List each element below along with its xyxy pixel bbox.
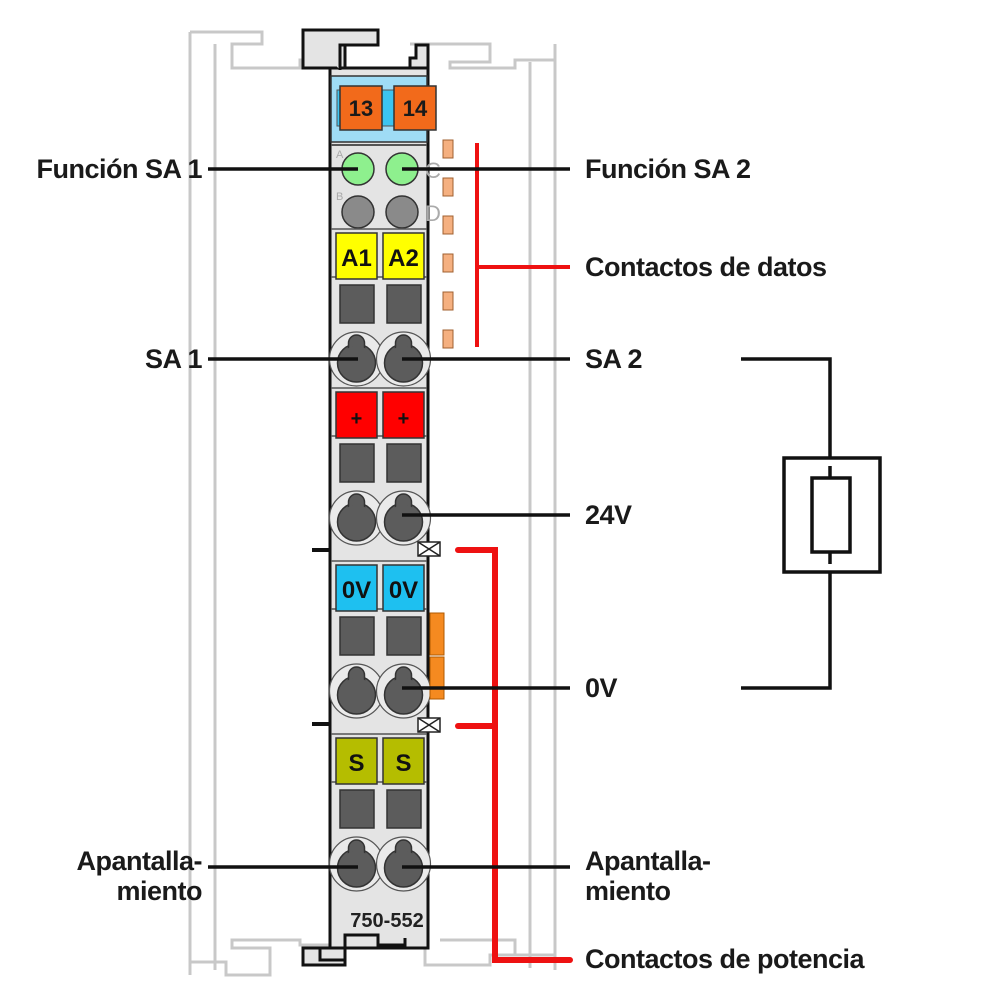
top-terminal xyxy=(393,85,437,131)
power-contacts-bracket xyxy=(455,547,573,963)
terminal-marker xyxy=(335,564,378,612)
data-contacts-bracket xyxy=(475,143,570,347)
release-button[interactable] xyxy=(386,789,422,829)
terminal-label: + xyxy=(351,408,363,430)
terminal-marker xyxy=(382,737,425,785)
label-apantallamiento-left: Apantalla- miento xyxy=(76,846,202,906)
status-led-gray xyxy=(341,195,375,229)
terminal-label: A2 xyxy=(388,245,419,272)
label-contactos-potencia: Contactos de potencia xyxy=(585,944,865,974)
terminal-marker xyxy=(335,737,378,785)
power-jumper-contact xyxy=(429,656,445,700)
data-contacts xyxy=(442,139,454,349)
label-24v: 24V xyxy=(585,500,632,530)
top-terminal xyxy=(339,85,383,131)
label-funcion-sa1: Función SA 1 xyxy=(36,154,202,184)
release-button[interactable] xyxy=(386,284,422,324)
data-contact xyxy=(442,139,454,159)
terminal-label: + xyxy=(398,408,410,430)
label-0v: 0V xyxy=(585,673,618,703)
top-hook xyxy=(303,28,380,70)
data-contact xyxy=(442,215,454,235)
terminal-marker xyxy=(382,391,425,439)
power-jumper-contact xyxy=(429,612,445,656)
data-contact xyxy=(442,291,454,311)
led-letter: D xyxy=(425,201,441,226)
data-contact xyxy=(442,253,454,273)
top-terminal-label: 14 xyxy=(403,96,428,121)
terminal-label: S xyxy=(348,750,364,777)
part-number: 750-552 xyxy=(350,910,423,932)
label-contactos-datos: Contactos de datos xyxy=(585,252,827,282)
status-led-gray xyxy=(385,195,419,229)
data-contact xyxy=(442,177,454,197)
power-contact-markers xyxy=(417,541,441,733)
release-button[interactable] xyxy=(339,616,375,656)
data-contact xyxy=(442,329,454,349)
label-sa1: SA 1 xyxy=(144,344,203,374)
led-letter: A xyxy=(336,149,344,161)
release-button[interactable] xyxy=(339,443,375,483)
terminal-label: 0V xyxy=(342,577,371,604)
terminal-marker xyxy=(335,232,378,280)
leader-lines xyxy=(208,167,570,869)
terminal-marker xyxy=(382,232,425,280)
release-button[interactable] xyxy=(386,616,422,656)
terminal-marker xyxy=(335,391,378,439)
release-button[interactable] xyxy=(339,284,375,324)
led-letter: B xyxy=(336,191,343,203)
terminal-label: A1 xyxy=(341,245,372,272)
bottom-hook xyxy=(303,933,407,962)
label-sa2: SA 2 xyxy=(585,344,643,374)
top-terminal-label: 13 xyxy=(349,96,373,121)
release-button[interactable] xyxy=(339,789,375,829)
label-funcion-sa2: Función SA 2 xyxy=(585,154,751,184)
load-symbol xyxy=(741,357,882,690)
label-apantallamiento-right: Apantalla- miento xyxy=(585,846,711,906)
terminal-marker xyxy=(382,564,425,612)
terminal-label: S xyxy=(395,750,411,777)
release-button[interactable] xyxy=(386,443,422,483)
terminal-label: 0V xyxy=(389,577,418,604)
